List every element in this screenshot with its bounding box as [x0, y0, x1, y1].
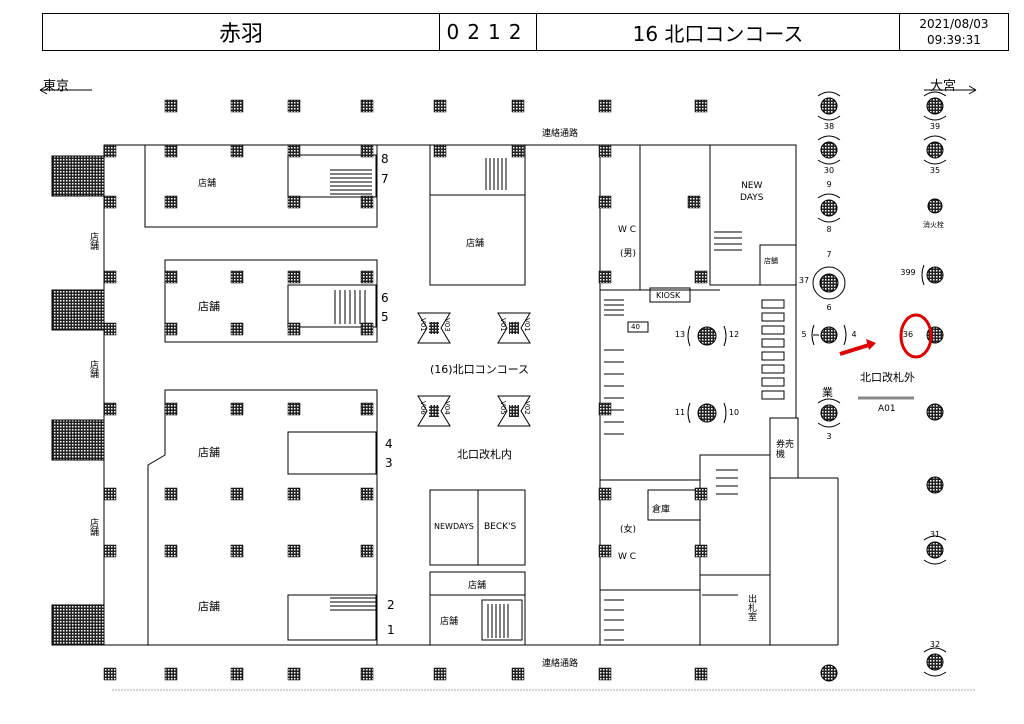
pillar-number: 35: [929, 166, 941, 175]
kiosk-shop: KIOSK: [656, 291, 681, 300]
newdays-shop: NEW DAYS: [740, 181, 764, 203]
pillar-number: 13: [674, 330, 686, 339]
store-vertical: 店舗: [88, 232, 98, 250]
pillar-number: 8: [826, 225, 832, 234]
stair-number: 4: [385, 437, 393, 451]
store-label: 店舗: [440, 617, 459, 627]
store-vertical: 店舗: [88, 518, 98, 536]
station-name: 赤羽: [42, 13, 440, 51]
pillar-number: 38: [823, 122, 835, 131]
pillar-number: 39: [929, 122, 941, 131]
wc-male-label: W C: [618, 225, 637, 235]
wc-female: (女): [620, 525, 637, 535]
pillar-number: 9: [826, 180, 832, 189]
gate-outside-label: 北口改札外: [860, 371, 915, 384]
arrow-right-icon: [924, 85, 977, 95]
timestamp: 2021/08/03 09:39:31: [899, 13, 1009, 51]
pillar-number: 5: [801, 330, 807, 339]
store-label: 店舗: [764, 257, 778, 265]
ticket-gates: [761, 299, 785, 400]
gate-inside-label: 北口改札内: [457, 448, 512, 461]
target-code: A01: [878, 404, 896, 414]
time-text: 09:39:31: [927, 33, 981, 47]
newdays-small: NEWDAYS: [434, 522, 474, 531]
pillar-number: 6: [826, 303, 832, 312]
sign-code: V04: [443, 401, 451, 415]
hydrant-label: 消火栓: [923, 221, 944, 229]
store-label: 店舗: [198, 179, 217, 189]
pillar-number: 36: [902, 330, 914, 339]
stair-number: 2: [387, 598, 395, 612]
sign-code: V02: [523, 401, 531, 415]
wc-female-label: W C: [618, 552, 637, 562]
ticket-machine-label: 券売機: [776, 440, 795, 460]
pillar-number: 32: [929, 640, 941, 649]
pillar-number: 10: [728, 408, 740, 417]
stair-number: 6: [381, 291, 389, 305]
sign-code: V06: [419, 401, 427, 415]
pillar-number: 12: [728, 330, 740, 339]
store-label: 店舗: [198, 600, 220, 613]
direction-right: 大宮: [930, 79, 957, 94]
location-name: 16 北口コンコース: [536, 13, 900, 51]
arrow-left-icon: [39, 85, 92, 95]
pillar-number: 37: [798, 276, 810, 285]
entrances: [51, 155, 105, 646]
corridor-bottom: 連絡通路: [542, 659, 579, 669]
target-highlight: [899, 313, 933, 359]
sign-code: V01: [523, 318, 531, 332]
booth-code: 40: [631, 323, 640, 331]
direction-left: 東京: [43, 79, 70, 94]
stair-number: 5: [381, 310, 389, 324]
wc-male: (男): [620, 249, 637, 259]
pillar-number: 30: [823, 166, 835, 175]
station-code: 0212: [439, 13, 537, 51]
store-label: 店舗: [468, 581, 487, 591]
target-arrow-icon: [839, 342, 873, 356]
store-vertical: 店舗: [88, 360, 98, 378]
pillar-number: 7: [826, 250, 832, 259]
stair-number: 3: [385, 456, 393, 470]
ticket-office-label: 出札室: [746, 594, 756, 621]
concourse-label: (16)北口コンコース: [430, 363, 530, 376]
store-label: 店舗: [198, 300, 220, 313]
corridor-top: 連絡通路: [542, 129, 579, 139]
sign-code: V01: [419, 318, 427, 332]
pillar-number: 31: [929, 530, 941, 539]
becks-shop: BECK'S: [484, 522, 517, 532]
warehouse-label: 倉庫: [652, 505, 671, 515]
outer-wall-left: [103, 145, 700, 646]
stair-number: 8: [381, 152, 389, 166]
work-label: 業: [822, 386, 833, 399]
columns: [103, 99, 708, 681]
pillar-number: 4: [851, 330, 857, 339]
store-label: 店舗: [466, 239, 485, 249]
sign-code: V05: [499, 401, 507, 415]
sign-code: V03: [443, 318, 451, 332]
date-text: 2021/08/03: [919, 17, 989, 31]
pillar-number: 399: [900, 268, 916, 277]
store-label: 店舗: [198, 446, 220, 459]
pillar-number: 3: [826, 432, 832, 441]
stair-number: 1: [387, 623, 395, 637]
sign-code: V01: [499, 318, 507, 332]
stair-number: 7: [381, 172, 389, 186]
pillar-number: 11: [674, 408, 686, 417]
